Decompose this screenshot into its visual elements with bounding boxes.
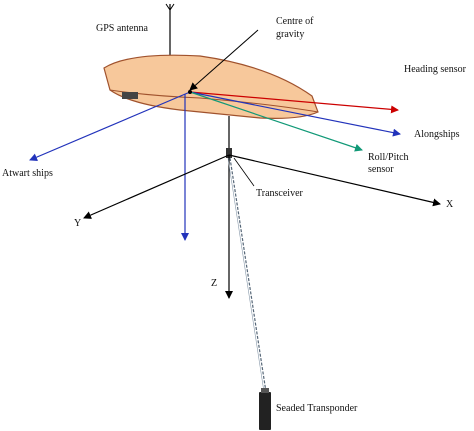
heading-arrow <box>189 91 399 114</box>
gps-antenna-label: GPS antenna <box>96 23 149 34</box>
seabed-transponder-label: Seaded Transponder <box>276 403 358 414</box>
athwart-ships-arrow <box>29 91 191 161</box>
acoustic-tether <box>229 157 267 393</box>
transceiver-label: Transceiver <box>256 188 304 199</box>
transceiver-body <box>226 148 232 158</box>
z-axis-label: Z <box>211 278 217 289</box>
roll-pitch-label-2: sensor <box>368 164 394 175</box>
centre-of-gravity-point <box>188 90 192 94</box>
roll-pitch-arrow <box>189 91 363 152</box>
athwart-ships-label: Atwart ships <box>2 168 53 179</box>
y-axis <box>83 154 230 219</box>
seabed-transponder-head <box>261 388 269 393</box>
transceiver-leader <box>233 157 255 187</box>
x-axis-label: X <box>446 199 454 210</box>
x-axis <box>228 154 441 207</box>
vessel-keel <box>122 92 138 99</box>
centre-of-gravity-label-2: gravity <box>276 29 304 40</box>
seabed-transponder-body <box>259 392 271 430</box>
centre-of-gravity-label-1: Centre of <box>276 16 314 27</box>
acoustic-tether-inner <box>227 157 265 393</box>
alongships-arrow <box>189 91 401 137</box>
centre-of-gravity-leader <box>189 29 259 91</box>
heading-sensor-label: Heading sensor <box>404 64 467 75</box>
gps-antenna-tip-icon <box>165 3 175 11</box>
vessel-hull <box>103 54 319 119</box>
roll-pitch-label-1: Roll/Pitch <box>368 152 409 163</box>
alongships-label: Alongships <box>414 129 460 140</box>
y-axis-label: Y <box>74 218 81 229</box>
